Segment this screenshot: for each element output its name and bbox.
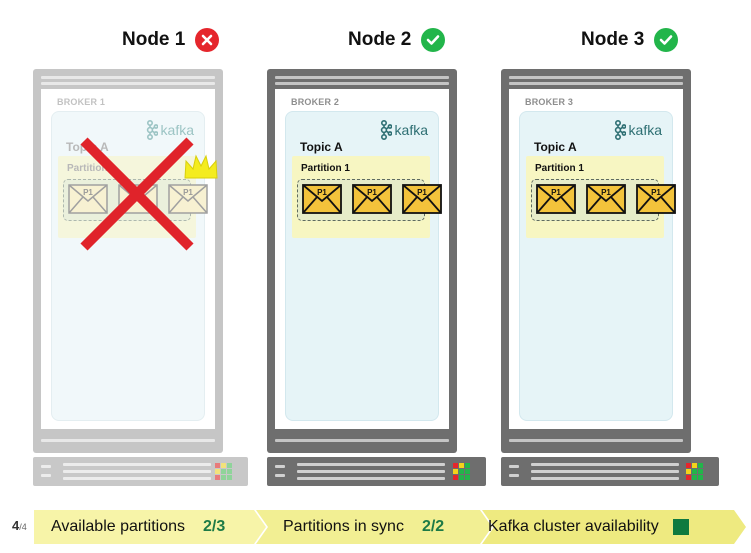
kafka-icon	[614, 120, 626, 140]
partition-label: Partition 1	[535, 163, 584, 174]
check-icon	[421, 28, 446, 52]
broker-label: BROKER 3	[525, 97, 574, 107]
message-label: P1	[601, 188, 611, 197]
node-title: Node 2	[348, 29, 412, 50]
topic-label: Topic A	[534, 140, 577, 154]
message-envelope: P1	[586, 184, 626, 214]
page-indicator: 4/4	[12, 518, 27, 533]
cluster-availability: Kafka cluster availability	[488, 510, 689, 544]
message-envelope: P1	[168, 184, 208, 214]
kafka-logo: kafka	[614, 120, 662, 140]
broker-panel: kafka Topic A Partition 1 P1 P1 P	[285, 111, 442, 421]
status-leds	[453, 463, 470, 480]
partitions-in-sync-value: 2/2	[421, 518, 445, 535]
message-label: P1	[417, 188, 427, 197]
message-envelope: P1	[68, 184, 108, 214]
cluster-availability-label: Kafka cluster availability	[488, 518, 659, 535]
page-current: 4	[12, 518, 20, 533]
kafka-logo: kafka	[380, 120, 428, 140]
message-label: P1	[551, 188, 561, 197]
message-envelope: P1	[302, 184, 342, 214]
message-envelope: P1	[536, 184, 576, 214]
availability-indicator	[672, 519, 689, 535]
node-header-3: Node 3	[581, 26, 679, 54]
kafka-wordmark: kafka	[394, 122, 428, 138]
page-total: /4	[19, 522, 27, 532]
kafka-wordmark: kafka	[628, 122, 662, 138]
broker-label: BROKER 2	[291, 97, 340, 107]
node-header-2: Node 2	[348, 26, 446, 54]
partition-box: Partition 1 P1 P1 P1	[526, 156, 676, 238]
broker-panel: kafka Topic A Partition 1 P1 P1 P	[51, 111, 208, 421]
broker-label: BROKER 1	[57, 97, 106, 107]
node-title: Node 3	[581, 29, 645, 50]
node-header-1: Node 1	[122, 26, 220, 54]
x-icon	[195, 28, 220, 52]
kafka-wordmark: kafka	[160, 122, 194, 138]
partition-label: Partition 1	[67, 163, 116, 174]
broker-rack-1: BROKER 1 kafka Topic A Partition 1	[33, 69, 223, 453]
available-partitions: Available partitions 2/3	[51, 510, 225, 544]
crown-icon	[184, 154, 218, 179]
partition-label: Partition 1	[301, 163, 350, 174]
storage-unit-3	[501, 457, 719, 486]
node-title: Node 1	[122, 29, 186, 50]
message-label: P1	[367, 188, 377, 197]
status-leds	[686, 463, 703, 480]
message-label: P1	[317, 188, 327, 197]
status-footer: 4/4 Available partitions 2/3 Partitions …	[0, 510, 751, 544]
kafka-icon	[146, 120, 158, 140]
partitions-in-sync: Partitions in sync 2/2	[283, 510, 444, 544]
message-envelope: P1	[352, 184, 392, 214]
message-label: P1	[651, 188, 661, 197]
storage-unit-1	[33, 457, 248, 486]
topic-label: Topic A	[300, 140, 343, 154]
check-icon	[654, 28, 679, 52]
message-label: P1	[183, 188, 193, 197]
storage-unit-2	[267, 457, 486, 486]
broker-panel: kafka Topic A Partition 1 P1 P1 P	[519, 111, 676, 421]
available-partitions-value: 2/3	[203, 518, 226, 535]
partitions-in-sync-label: Partitions in sync	[283, 518, 404, 535]
failure-x-icon	[80, 137, 194, 251]
message-envelope: P1	[402, 184, 442, 214]
broker-rack-3: BROKER 3 kafka Topic A Partition 1	[501, 69, 691, 453]
message-group: P1 P1 P1	[297, 179, 442, 221]
message-label: P1	[83, 188, 93, 197]
message-group: P1 P1 P1	[531, 179, 676, 221]
broker-rack-2: BROKER 2 kafka Topic A Partition 1	[267, 69, 457, 453]
message-envelope: P1	[636, 184, 676, 214]
footer-arrow-bar	[34, 510, 746, 544]
kafka-logo: kafka	[146, 120, 194, 140]
status-leds	[215, 463, 232, 480]
available-partitions-label: Available partitions	[51, 518, 186, 535]
kafka-icon	[380, 120, 392, 140]
partition-box: Partition 1 P1 P1 P1	[292, 156, 442, 238]
